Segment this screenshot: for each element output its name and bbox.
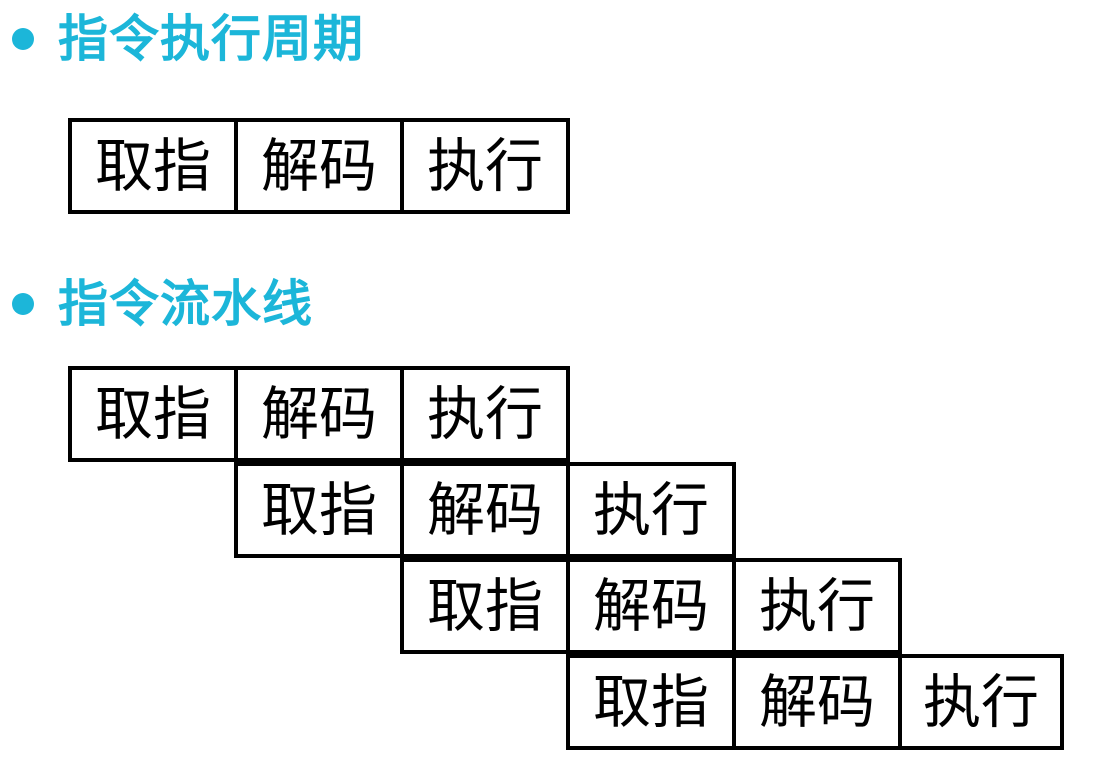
section-heading-pipeline: 指令流水线 [12, 279, 313, 329]
bullet-dot-icon [12, 293, 34, 315]
section-title-pipeline: 指令流水线 [58, 275, 313, 333]
pipeline-row3-execute: 执行 [732, 558, 902, 654]
bullet-dot-icon [12, 28, 34, 50]
cycle-stage-decode: 解码 [234, 118, 404, 214]
cycle-stage-execute: 执行 [400, 118, 570, 214]
pipeline-row2-decode: 解码 [400, 462, 570, 558]
pipeline-row4-decode: 解码 [732, 654, 902, 750]
pipeline-row1-fetch: 取指 [68, 366, 238, 462]
pipeline-row3-fetch: 取指 [400, 558, 570, 654]
pipeline-row1-decode: 解码 [234, 366, 404, 462]
pipeline-row3-decode: 解码 [566, 558, 736, 654]
pipeline-row2-execute: 执行 [566, 462, 736, 558]
section-title-cycle: 指令执行周期 [58, 10, 364, 68]
pipeline-row4-execute: 执行 [898, 654, 1064, 750]
pipeline-row1-execute: 执行 [400, 366, 570, 462]
pipeline-row4-fetch: 取指 [566, 654, 736, 750]
cycle-stage-fetch: 取指 [68, 118, 238, 214]
pipeline-row2-fetch: 取指 [234, 462, 404, 558]
section-heading-cycle: 指令执行周期 [12, 14, 364, 64]
